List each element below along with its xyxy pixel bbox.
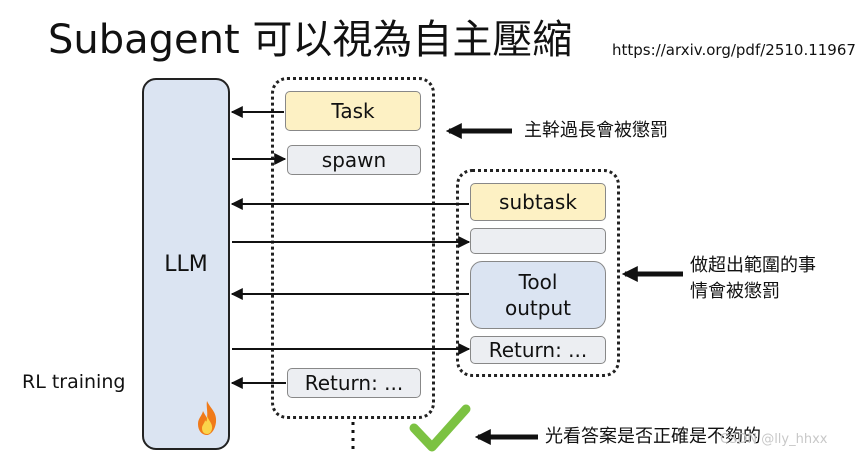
tool-output-box: Tool output <box>470 261 606 329</box>
note-overreach-penalty-line2: 情會被懲罰 <box>690 281 780 302</box>
rl-training-label: RL training <box>22 371 126 393</box>
llm-block <box>142 78 230 450</box>
tool-output-line2: output <box>505 296 571 320</box>
watermark: CSDN @lly_hhxx <box>720 432 828 447</box>
subtask-box: subtask <box>470 183 606 221</box>
fire-icon <box>198 401 217 435</box>
note-long-trunk-penalty: 主幹過長會被懲罰 <box>524 120 668 141</box>
main-return-box: Return: ... <box>287 368 421 398</box>
main-context-container <box>271 77 435 419</box>
spawn-box: spawn <box>287 145 421 175</box>
sub-return-box: Return: ... <box>470 336 606 364</box>
check-icon <box>409 404 471 452</box>
task-box: Task <box>285 91 421 131</box>
note-correctness-insufficient: 光看答案是否正確是不夠的 <box>545 426 761 447</box>
empty-step-box <box>470 228 606 254</box>
llm-label: LLM <box>164 252 208 277</box>
note-overreach-penalty-line1: 做超出範圍的事 <box>690 255 816 276</box>
source-url: https://arxiv.org/pdf/2510.11967 <box>612 41 856 59</box>
subagent-context-container <box>456 169 620 377</box>
tool-output-line1: Tool <box>518 270 558 294</box>
page-title: Subagent 可以視為自主壓縮 <box>48 17 573 63</box>
